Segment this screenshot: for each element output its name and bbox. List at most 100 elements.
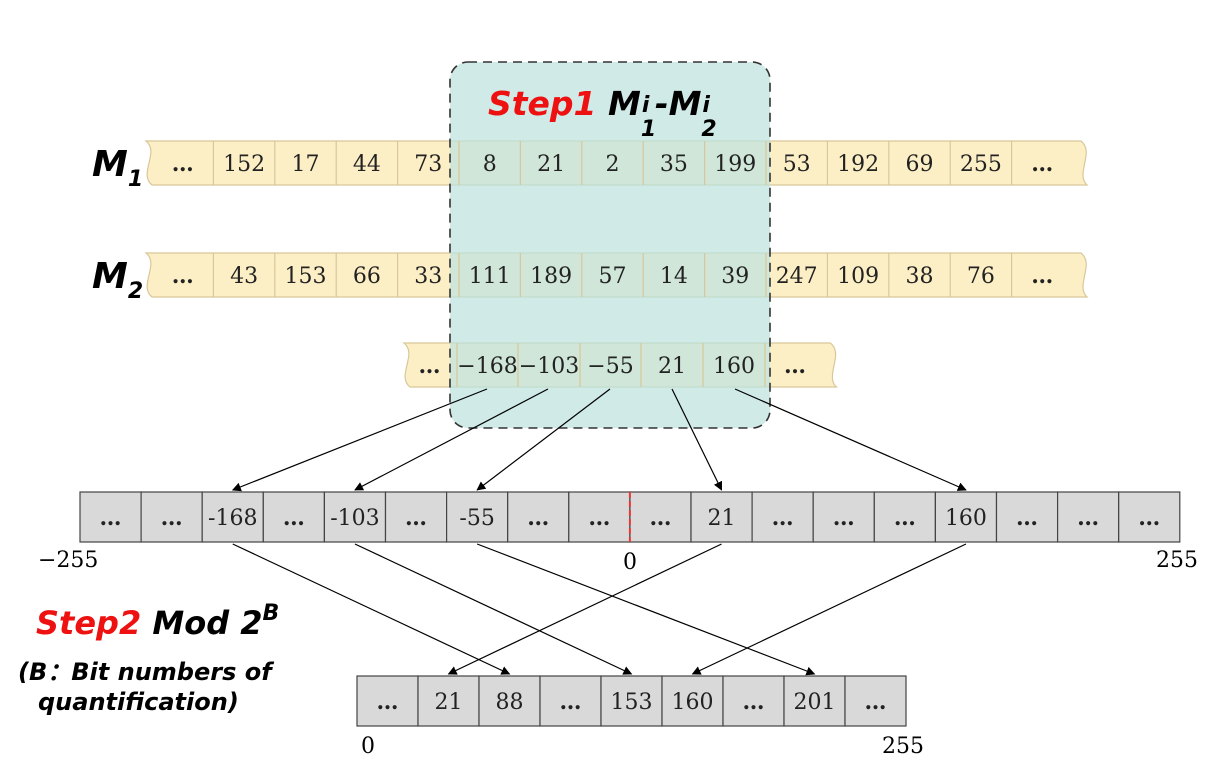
arrow-axis-to-mod: [691, 543, 967, 675]
arrow-diff-to-axis: [671, 388, 723, 491]
axis-mod-cell-text: 153: [611, 690, 653, 715]
row-label-m2: M2: [92, 256, 144, 304]
axis-full-max-label: 255: [1156, 548, 1198, 573]
row_m1-cell-text: …: [172, 151, 194, 177]
row_m1-cell-text: 2: [606, 152, 620, 177]
row_diff-cell-text: …: [784, 353, 806, 379]
axis-full-cell: [629, 491, 692, 543]
axis-mod-cell-text: …: [743, 689, 765, 715]
axis-full-cell-text: …: [527, 505, 549, 531]
axis-full-cell-text: …: [100, 505, 122, 531]
axis-full-cell: [568, 491, 631, 543]
axis-full-cell-text: …: [1016, 505, 1038, 531]
row_m1-cell-text: 255: [960, 152, 1002, 177]
row_m2-cell-text: 153: [285, 264, 327, 289]
row_diff-cell-text: −55: [587, 354, 633, 379]
row_m2-cell-text: 247: [776, 264, 818, 289]
axis-full-cell: [507, 491, 570, 543]
arrow-axis-to-mod: [354, 543, 633, 675]
arrow-diff-to-axis: [476, 388, 611, 491]
axis-full-cell-text: …: [772, 505, 794, 531]
axis-full-cell-text: …: [588, 505, 610, 531]
axis-full-cell: [323, 491, 387, 543]
axis-full-cell-text: …: [161, 505, 183, 531]
highlight-layer: [449, 61, 771, 429]
row_m2-cell-text: …: [172, 263, 194, 289]
axis-mod-cell-text: 88: [496, 690, 524, 715]
arrow-layer: [231, 388, 967, 676]
row_m2-cell-text: 39: [721, 264, 749, 289]
row_m1-cell-text: 199: [714, 152, 756, 177]
axis-full-cell-text: …: [894, 505, 916, 531]
axis-full-cell: [262, 491, 325, 543]
arrow-diff-to-axis: [231, 388, 488, 492]
axis-full-cell-text: -103: [330, 506, 379, 531]
row_diff-cell-text: 21: [658, 354, 686, 379]
row_m1-cell-text: 192: [837, 152, 879, 177]
axis-mod-cell-text: 160: [672, 690, 714, 715]
row_m2-cell-text: 111: [469, 264, 511, 289]
axis-full-cell: [751, 491, 814, 543]
axis-mod-cell-text: 201: [794, 690, 836, 715]
axis-full-cell-text: …: [283, 505, 305, 531]
arrow-diff-to-axis: [734, 388, 967, 491]
step1-label: Step1: [488, 84, 597, 123]
row_diff-cell-text: −168: [457, 354, 517, 379]
axis-full-cell: [690, 491, 753, 543]
axis-mod-cell: [417, 675, 480, 727]
row_m1-cell-text: 69: [906, 152, 934, 177]
axis-full-cell-text: 21: [708, 506, 736, 531]
axis-full-cell: [384, 491, 448, 543]
axis-full-cell-text: …: [649, 505, 671, 531]
row_m2-cell-text: 43: [230, 264, 258, 289]
axis-mod-min-label: 0: [361, 734, 375, 759]
axis-full-zero-label: 0: [623, 550, 637, 575]
row_m2-cell-text: 189: [530, 264, 572, 289]
axis-mod-cell-text: 21: [435, 690, 463, 715]
arrow-axis-to-mod: [447, 543, 722, 675]
arrow-axis-to-mod: [476, 543, 816, 676]
axis-full-cell: [934, 491, 998, 543]
row_m1-cell-text: 8: [483, 152, 497, 177]
row_m2-cell-text: 33: [414, 264, 442, 289]
row_m1-cell-text: 17: [292, 152, 320, 177]
row_m2-cell-text: 14: [660, 264, 688, 289]
row_diff-cell-text: 160: [713, 354, 755, 379]
axis-mod-cell-text: …: [560, 689, 582, 715]
row_m2-cell-text: 57: [599, 264, 627, 289]
row_m1-cell-text: 44: [353, 152, 381, 177]
arrow-axis-to-mod: [232, 543, 511, 675]
arrow-diff-to-axis: [354, 388, 549, 491]
step2-note-line1: (B：Bit numbers of: [18, 658, 272, 686]
row_m1-cell-text: 35: [660, 152, 688, 177]
axis-full-min-label: −255: [38, 548, 99, 573]
axis-mod-max-label: 255: [882, 734, 924, 759]
axis-full-cell-text: …: [1138, 505, 1160, 531]
step2-text: Mod 2: [152, 604, 263, 642]
row_m1-cell-text: 53: [783, 152, 811, 177]
axis-full-cell-text: …: [833, 505, 855, 531]
row_m2-cell-text: 66: [353, 264, 381, 289]
row_m1-cell-text: …: [1031, 151, 1053, 177]
step2-note-line2: quantification): [38, 688, 239, 716]
row_m2-cell-text: 38: [906, 264, 934, 289]
axis-mod-cell-text: …: [865, 689, 887, 715]
row_m2-cell-text: 109: [837, 264, 879, 289]
axis-full-cell: [446, 491, 509, 543]
axis-mod-cell-text: …: [377, 689, 399, 715]
axis-full-cell: [1118, 491, 1181, 543]
step2-sup: B: [262, 601, 280, 626]
axis-mod-cell: [539, 675, 602, 727]
row_m1-cell-text: 152: [223, 152, 265, 177]
axis-full-cell-text: …: [405, 505, 427, 531]
axis-full-cell-text: -55: [459, 506, 494, 531]
row-label-m1: M1: [92, 144, 144, 192]
axis-mod-cell: [356, 675, 419, 727]
axis-mod-cell: [844, 675, 907, 727]
row_m1-cell-text: 21: [537, 152, 565, 177]
row_m2-cell-text: 76: [967, 264, 995, 289]
